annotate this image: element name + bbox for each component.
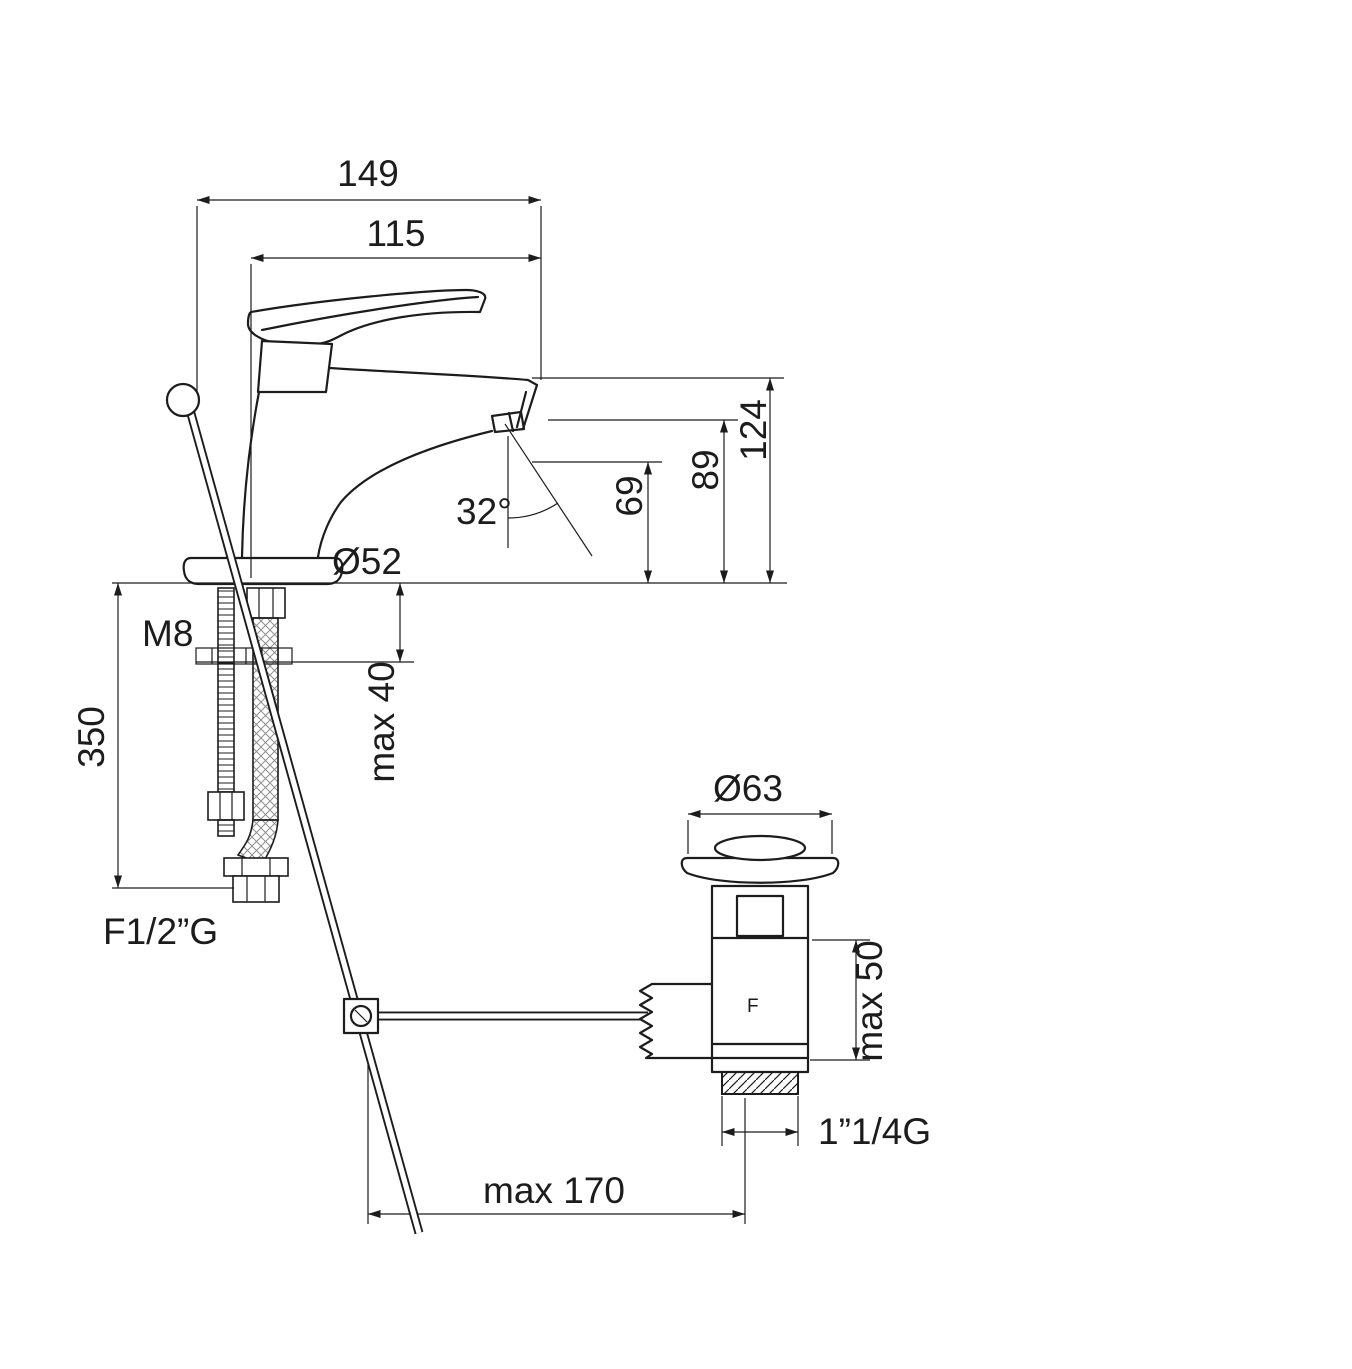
dim-height-top-label: 124 (733, 399, 774, 461)
dim-fixing-stud-label: M8 (142, 613, 193, 654)
pop-up-rod-core (187, 409, 422, 1234)
hose-top-nut (246, 587, 286, 619)
stud-nut (207, 791, 245, 821)
dim-height-outlet-label: 69 (609, 475, 650, 516)
dimension-lines-group: 149 115 124 89 69 32° Ø52 M8 350 max 40 … (71, 153, 931, 1224)
hose-end-fitting-lower (232, 875, 280, 903)
knurled-adjuster-nut (638, 982, 716, 1060)
waste-body-mark: F (747, 996, 759, 1017)
extension-lines (112, 206, 870, 1224)
cartridge-collar (256, 339, 334, 394)
dim-rod-reach-label: max 170 (483, 1170, 625, 1211)
waste-body-group: F (378, 884, 810, 1095)
dim-base-diameter-label: Ø52 (332, 541, 402, 582)
pop-up-knob (165, 382, 201, 418)
waste-plug-cap (713, 834, 807, 862)
waste-body-lines (710, 936, 810, 1060)
hose-top-nut-facets (258, 588, 274, 618)
handle-top-edge-line (260, 295, 480, 332)
faucet-body-group (182, 288, 539, 586)
body-left-edge (240, 390, 261, 559)
spout-underside-edge (316, 429, 494, 559)
under-deck-hardware-group (195, 587, 293, 903)
spout-top-edge (327, 366, 539, 387)
dim-waste-thread-label: 1”1/4G (818, 1111, 931, 1152)
waste-window (735, 894, 785, 938)
mounting-washer (195, 647, 293, 665)
hose-end-fitting-lower-facets (246, 876, 266, 902)
dim-deck-thickness-label: max 40 (361, 661, 402, 782)
hose-end-fitting-upper (223, 857, 289, 877)
dim-hose-thread-label: F1/2”G (103, 911, 218, 952)
water-stream-angle-line (504, 423, 593, 557)
waste-threaded-tail (721, 1071, 799, 1095)
spout-tip-inner-line (515, 390, 528, 429)
dim-waste-flange-label: Ø63 (713, 768, 783, 809)
base-plate (182, 556, 344, 586)
rod-clamp-screw-slot (354, 1009, 368, 1023)
fixing-stud (217, 587, 235, 793)
dim-total-projection-label: 149 (337, 153, 399, 194)
dim-height-spout-label: 89 (685, 449, 726, 490)
waste-flange (680, 856, 840, 884)
dim-outlet-angle-label: 32° (456, 491, 512, 532)
spout-tip-face (521, 383, 539, 431)
waste-body (710, 884, 810, 1074)
hose-end-fitting-upper-facets (241, 858, 271, 876)
pop-up-rod-group (165, 382, 424, 1235)
dim-waste-height-label: max 50 (849, 940, 890, 1061)
aerator (490, 410, 526, 434)
mounting-washer-ticks (211, 648, 279, 664)
angle-arc (507, 502, 559, 519)
stud-nut-facets (219, 792, 233, 820)
stud-tail (217, 819, 235, 837)
dim-spout-reach-label: 115 (367, 213, 426, 254)
waste-flange-group (680, 834, 840, 884)
handle-lever (246, 288, 487, 347)
dim-hose-length-label: 350 (71, 706, 112, 768)
